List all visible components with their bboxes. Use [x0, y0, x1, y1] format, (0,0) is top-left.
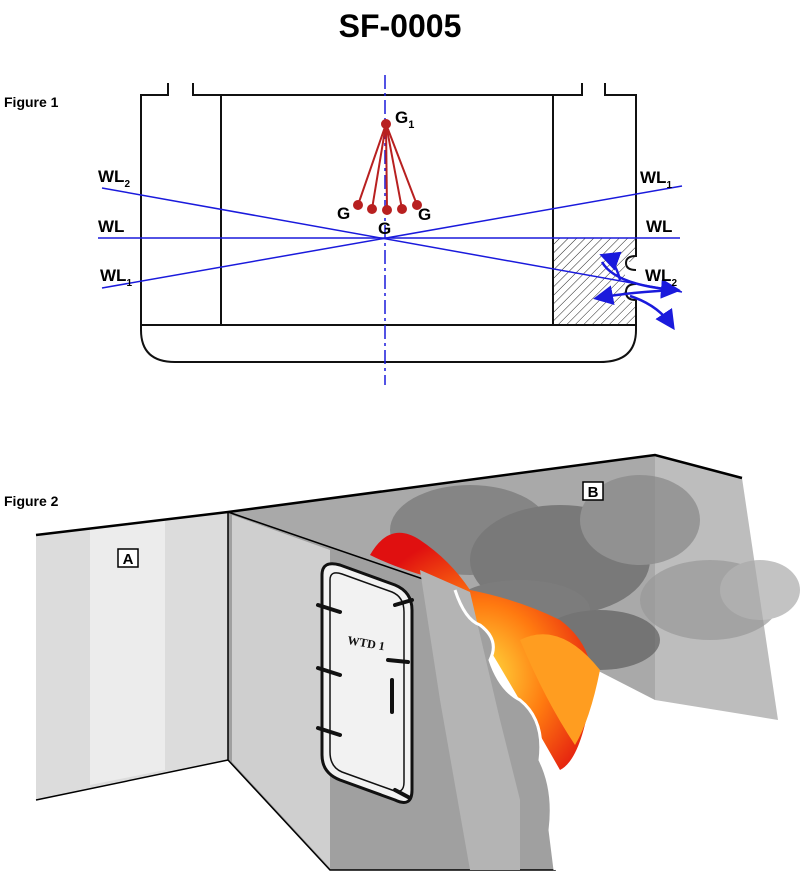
figure-1-hull-diagram: G1 G G G WL2 WL WL1 WL1 WL WL2	[98, 75, 683, 385]
figure-1-label: Figure 1	[4, 94, 59, 110]
deck-edge	[35, 453, 743, 537]
waterline-wl1	[101, 185, 683, 289]
label-wl-right: WL	[646, 217, 672, 236]
label-wl-left: WL	[98, 217, 124, 236]
figure-2-fire-scene: WTD 1 A B	[35, 453, 800, 871]
label-wl2-left: WL2	[98, 167, 130, 190]
center-of-gravity-shift	[353, 119, 422, 215]
label-wl1-left: WL1	[100, 266, 132, 289]
figure-2-label: Figure 2	[4, 493, 59, 509]
label-wl2-right: WL2	[645, 266, 677, 289]
fire-flames	[370, 532, 600, 770]
label-g-right: G	[418, 205, 431, 224]
watertight-door[interactable]: WTD 1	[316, 562, 414, 804]
compartment-b-badge	[582, 481, 604, 501]
compartment-b-label: B	[588, 484, 599, 501]
waterline-wl2	[101, 187, 683, 293]
label-g-center: G	[378, 219, 391, 238]
label-wl1-right: WL1	[640, 168, 672, 191]
flow-arrows	[593, 251, 681, 331]
door-label: WTD 1	[346, 633, 386, 653]
compartment-a-label: A	[123, 551, 134, 568]
label-g-left: G	[337, 204, 350, 223]
label-g1: G1	[395, 108, 414, 131]
page-title: SF-0005	[338, 8, 462, 44]
compartment-a-badge	[117, 548, 139, 568]
